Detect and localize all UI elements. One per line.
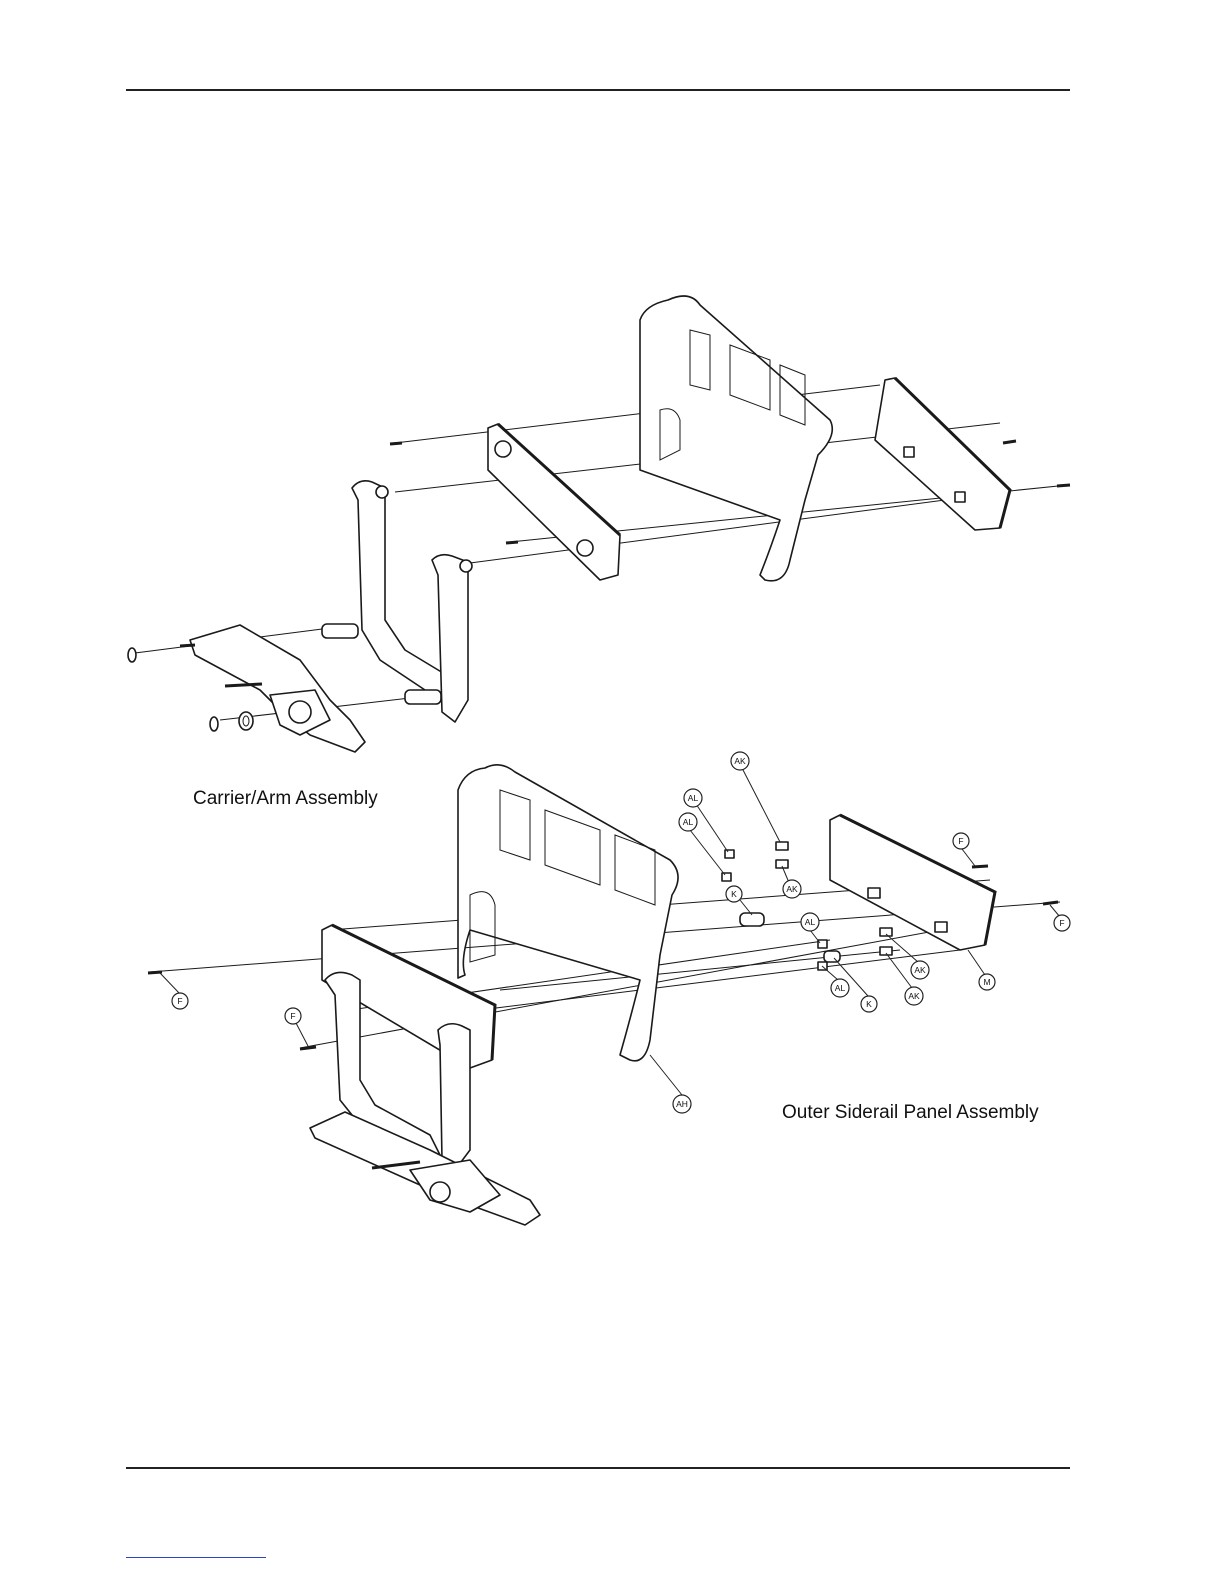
retaining-ring-lower: [210, 717, 218, 731]
callout-ak-4: AK: [905, 987, 923, 1005]
callout-al-2: AL: [679, 813, 697, 831]
svg-text:AL: AL: [805, 917, 816, 927]
washer-upper: [239, 712, 253, 730]
callout-k-2: K: [861, 996, 877, 1012]
callout-ah: AH: [673, 1095, 691, 1113]
callout-ak-3: AK: [911, 961, 929, 979]
callout-ak-2: AK: [783, 880, 801, 898]
svg-text:F: F: [177, 996, 182, 1006]
callout-ak-1: AK: [731, 752, 749, 770]
callout-f-2: F: [1054, 915, 1070, 931]
callout-al-4: AL: [831, 979, 849, 997]
callout-k-1: K: [726, 886, 742, 902]
siderail-frame-upper: [640, 296, 832, 581]
screw-upper-right-1: [1003, 441, 1016, 443]
screw-upper-mid: [506, 542, 518, 543]
svg-text:K: K: [731, 889, 737, 899]
svg-text:M: M: [983, 977, 990, 987]
footer-rule: [126, 1467, 1070, 1469]
retaining-ring-upper: [128, 648, 136, 662]
svg-text:AL: AL: [835, 983, 846, 993]
upper-assembly: [128, 296, 1070, 752]
end-panel-upper-left: [488, 424, 620, 580]
caption-outer-siderail-panel-assembly: Outer Siderail Panel Assembly: [782, 1102, 1039, 1124]
caption-carrier-arm-assembly: Carrier/Arm Assembly: [193, 788, 378, 810]
callout-al-1: AL: [684, 789, 702, 807]
callout-m: M: [979, 974, 995, 990]
svg-text:AK: AK: [734, 756, 746, 766]
callout-f-4: F: [285, 1008, 301, 1024]
screw-upper-right-2: [1057, 485, 1070, 486]
svg-text:AK: AK: [908, 991, 920, 1001]
callout-f-1: F: [953, 833, 969, 849]
svg-text:F: F: [958, 836, 963, 846]
end-panel-lower-right: [830, 815, 995, 950]
screw-upper-left: [390, 443, 402, 444]
svg-text:AL: AL: [688, 793, 699, 803]
svg-text:F: F: [1059, 918, 1064, 928]
callout-al-3: AL: [801, 913, 819, 931]
svg-text:K: K: [866, 999, 872, 1009]
svg-text:AK: AK: [914, 965, 926, 975]
svg-text:AL: AL: [683, 817, 694, 827]
svg-text:AK: AK: [786, 884, 798, 894]
end-panel-upper-right: [875, 378, 1010, 530]
callout-f-3: F: [172, 993, 188, 1009]
carrier-mechanism-upper: [180, 624, 441, 752]
footer-link-underline[interactable]: [126, 1557, 266, 1558]
svg-text:F: F: [290, 1011, 295, 1021]
svg-text:AH: AH: [676, 1099, 688, 1109]
carrier-mechanism-lower: [310, 1112, 540, 1225]
swing-arm-lower-2: [438, 1024, 470, 1170]
